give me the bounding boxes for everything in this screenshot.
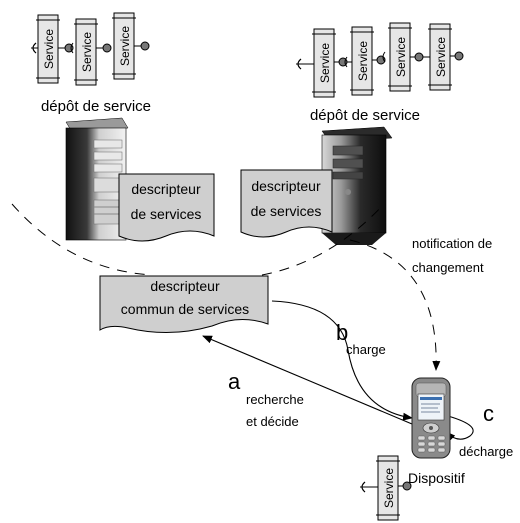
svg-text:descripteur: descripteur	[150, 278, 220, 294]
service-component: Service	[388, 22, 424, 92]
svg-text:de services: de services	[131, 206, 202, 222]
svg-text:Service: Service	[80, 32, 94, 72]
svg-text:commun de services: commun de services	[121, 301, 249, 317]
service-component: Service	[376, 455, 412, 521]
server-icon	[65, 117, 129, 241]
charge-arrow	[271, 300, 413, 421]
server-icon	[321, 126, 393, 245]
svg-text:Service: Service	[318, 43, 332, 83]
service-component: Service	[350, 26, 386, 96]
repository-label-right: dépôt de service	[310, 107, 420, 124]
svg-text:Service: Service	[42, 29, 56, 69]
svg-text:de services: de services	[251, 203, 322, 219]
step-a-label: et décide	[246, 414, 299, 429]
mobile-phone-icon	[411, 377, 451, 459]
step-b-label: charge	[346, 342, 386, 357]
step-a-letter: a	[228, 369, 241, 394]
common-service-descriptor: descripteur commun de services	[99, 275, 269, 333]
service-group-left: Service Service Service	[31, 12, 150, 86]
service-descriptor-right: descripteur de services	[240, 169, 333, 238]
service-component: Service	[74, 18, 112, 86]
repository-label-left: dépôt de service	[41, 98, 151, 115]
svg-text:Service: Service	[356, 41, 370, 81]
step-a-label: recherche	[246, 392, 304, 407]
svg-text:Service: Service	[118, 26, 132, 66]
svg-text:Service: Service	[382, 468, 396, 508]
boundary-dashed-left	[11, 203, 153, 276]
service-descriptor-left: descripteur de services	[118, 173, 215, 242]
notification-arrow	[349, 239, 441, 371]
svg-text:Service: Service	[394, 37, 408, 77]
device-service: Service	[360, 455, 412, 521]
service-component: Service	[112, 12, 150, 80]
service-component: Service	[36, 14, 74, 84]
service-component: Service	[428, 23, 464, 91]
device-label: Dispositif	[408, 470, 465, 486]
step-b-letter: b	[336, 320, 348, 345]
search-decide-arrow	[202, 335, 413, 425]
notification-label: notification de	[412, 236, 492, 251]
svg-text:descripteur: descripteur	[131, 181, 201, 197]
discharge-arrow	[445, 415, 474, 442]
notification-label: changement	[412, 260, 484, 275]
step-c-label: décharge	[459, 444, 513, 459]
svg-text:Service: Service	[434, 37, 448, 77]
svg-text:descripteur: descripteur	[251, 178, 321, 194]
service-group-right: Service Service Service	[296, 22, 464, 98]
service-component: Service	[312, 28, 348, 98]
step-c-letter: c	[483, 401, 494, 426]
